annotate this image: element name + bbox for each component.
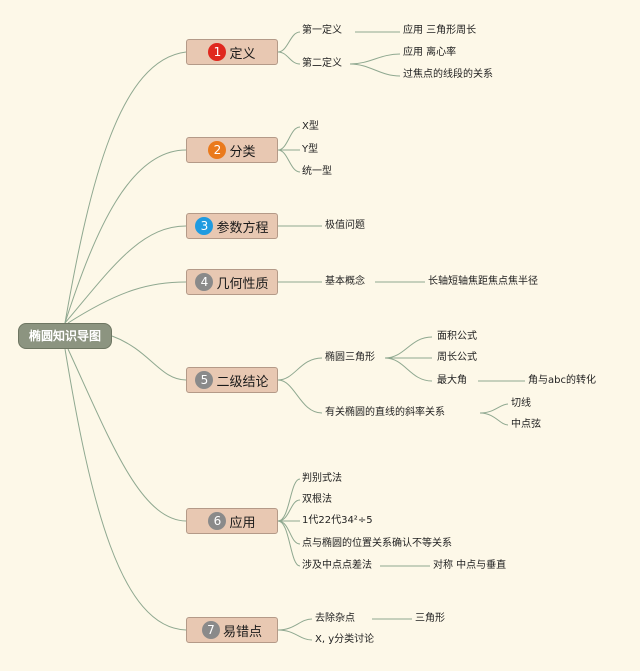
leaf-axis-terms[interactable]: 长轴短轴焦距焦点焦半径 (428, 276, 538, 287)
number-badge: 1 (208, 43, 227, 61)
link-root-branch-7 (64, 348, 187, 631)
branch-common-mistakes[interactable]: 7 易错点 (186, 617, 278, 643)
number-badge: 7 (201, 621, 220, 639)
leaf-y-type[interactable]: Y型 (302, 144, 319, 155)
leaf-xy-case-discussion[interactable]: X, y分类讨论 (315, 634, 375, 645)
leaf-max-angle[interactable]: 最大角 (437, 375, 467, 386)
link-cls-x (277, 126, 301, 151)
link-root-branch-6 (67, 348, 187, 522)
branch-parametric-equation[interactable]: 3 参数方程 (186, 213, 278, 239)
root-node[interactable]: 椭圆知识导图 (18, 323, 112, 349)
link-root-branch-1 (64, 51, 187, 324)
link-cls-unified (277, 149, 301, 173)
link-err-xy (277, 629, 313, 641)
leaf-position-relation[interactable]: 点与椭圆的位置关系确认不等关系 (302, 538, 452, 549)
link-sec-slope (277, 379, 323, 414)
link-def-second-ecc (349, 53, 401, 65)
link-def-second (277, 51, 301, 65)
link-sec-maxangle (384, 357, 433, 382)
link-sec-tangent (479, 403, 509, 414)
branch-label: 定义 (229, 46, 256, 62)
link-app-midpoint (277, 520, 301, 567)
number-badge: 6 (208, 512, 227, 530)
leaf-double-root[interactable]: 双根法 (302, 494, 332, 505)
leaf-perimeter-formula[interactable]: 周长公式 (437, 352, 477, 363)
branch-classification[interactable]: 2 分类 (186, 137, 278, 163)
branch-label: 易错点 (222, 624, 262, 640)
link-err-remove (277, 618, 313, 631)
leaf-first-definition[interactable]: 第一定义 (302, 25, 342, 36)
branch-label: 分类 (229, 144, 256, 160)
leaf-substitution[interactable]: 1代22代34²÷5 (302, 515, 373, 526)
link-root-branch-2 (64, 149, 187, 324)
leaf-midpoint-difference[interactable]: 涉及中点点差法 (302, 560, 372, 571)
leaf-remove-extra-points[interactable]: 去除杂点 (315, 613, 355, 624)
link-def-second-focal (349, 63, 401, 77)
leaf-ellipse-triangle[interactable]: 椭圆三角形 (325, 352, 375, 363)
link-def-first (277, 31, 301, 53)
branch-secondary-conclusions[interactable]: 5 二级结论 (186, 367, 278, 393)
leaf-discriminant[interactable]: 判别式法 (302, 473, 342, 484)
link-sec-midchord (479, 412, 509, 426)
number-badge: 4 (195, 273, 214, 291)
link-root-branch-5 (111, 335, 187, 381)
link-app-discriminant (277, 478, 301, 522)
leaf-basic-concepts[interactable]: 基本概念 (325, 276, 365, 287)
link-sec-triangle (277, 357, 323, 381)
link-root-branch-3 (64, 225, 187, 324)
leaf-x-type[interactable]: X型 (302, 121, 319, 132)
leaf-tangent[interactable]: 切线 (511, 398, 531, 409)
leaf-midpoint-chord[interactable]: 中点弦 (511, 419, 541, 430)
number-badge: 2 (208, 141, 227, 159)
leaf-slope-relation[interactable]: 有关椭圆的直线的斜率关系 (325, 407, 445, 418)
leaf-unified-type[interactable]: 统一型 (302, 166, 332, 177)
link-sec-area (384, 336, 433, 359)
branch-label: 二级结论 (216, 374, 269, 390)
link-app-double-root (277, 499, 301, 522)
branch-label: 几何性质 (216, 276, 269, 292)
leaf-eccentricity[interactable]: 应用 离心率 (403, 47, 457, 58)
number-badge: 5 (195, 371, 214, 389)
leaf-focal-segment[interactable]: 过焦点的线段的关系 (403, 69, 493, 80)
leaf-extreme-value[interactable]: 极值问题 (325, 220, 365, 231)
link-root-branch-4 (67, 281, 187, 324)
leaf-second-definition[interactable]: 第二定义 (302, 58, 342, 69)
leaf-angle-abc[interactable]: 角与abc的转化 (528, 375, 596, 386)
leaf-triangle[interactable]: 三角形 (415, 613, 445, 624)
number-badge: 3 (195, 217, 214, 235)
leaf-triangle-perimeter[interactable]: 应用 三角形周长 (403, 25, 477, 36)
leaf-symmetry[interactable]: 对称 中点与垂直 (433, 560, 507, 571)
branch-definition[interactable]: 1 定义 (186, 39, 278, 65)
branch-label: 参数方程 (216, 220, 269, 236)
branch-geometric-properties[interactable]: 4 几何性质 (186, 269, 278, 295)
leaf-area-formula[interactable]: 面积公式 (437, 331, 477, 342)
branch-application[interactable]: 6 应用 (186, 508, 278, 534)
branch-label: 应用 (229, 515, 256, 531)
